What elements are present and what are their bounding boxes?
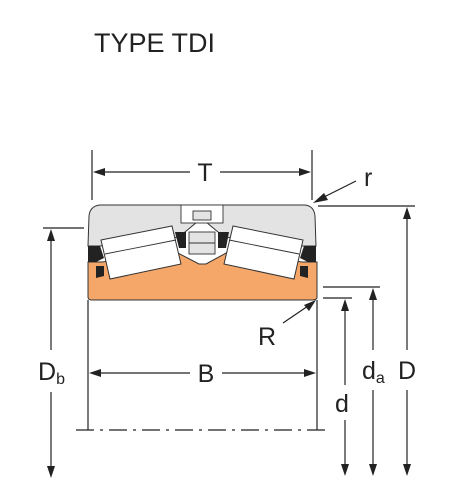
label-db: Db bbox=[38, 358, 65, 388]
dimension-d: d bbox=[335, 299, 349, 476]
dimension-t: T bbox=[91, 150, 313, 200]
seal-left-outer bbox=[88, 246, 104, 262]
dimension-r: r bbox=[313, 164, 372, 203]
label-da: da bbox=[362, 357, 385, 387]
label-d: d bbox=[335, 390, 349, 418]
seal-left-cone bbox=[96, 266, 104, 278]
label-outer-d: D bbox=[398, 357, 416, 385]
roller-right bbox=[223, 225, 304, 280]
dimension-b: B bbox=[89, 360, 316, 388]
dimension-r-fillet: R bbox=[258, 300, 316, 351]
roller-left bbox=[100, 225, 182, 280]
diagram-title: TYPE TDI bbox=[94, 28, 215, 58]
seal-center-left bbox=[175, 232, 186, 248]
label-t: T bbox=[197, 159, 212, 187]
label-r: r bbox=[364, 164, 372, 192]
seal-right-outer bbox=[300, 246, 316, 262]
dimension-outer-d: D bbox=[398, 207, 416, 476]
label-r-fillet: R bbox=[258, 323, 276, 351]
lube-hole-inner bbox=[192, 210, 212, 221]
seal-center-right bbox=[218, 232, 229, 248]
dimension-db: Db bbox=[38, 229, 65, 478]
bearing-cross-section bbox=[87, 204, 318, 301]
dimension-da: da bbox=[362, 288, 385, 476]
label-b: B bbox=[198, 360, 215, 388]
seal-right-cone bbox=[300, 266, 308, 278]
